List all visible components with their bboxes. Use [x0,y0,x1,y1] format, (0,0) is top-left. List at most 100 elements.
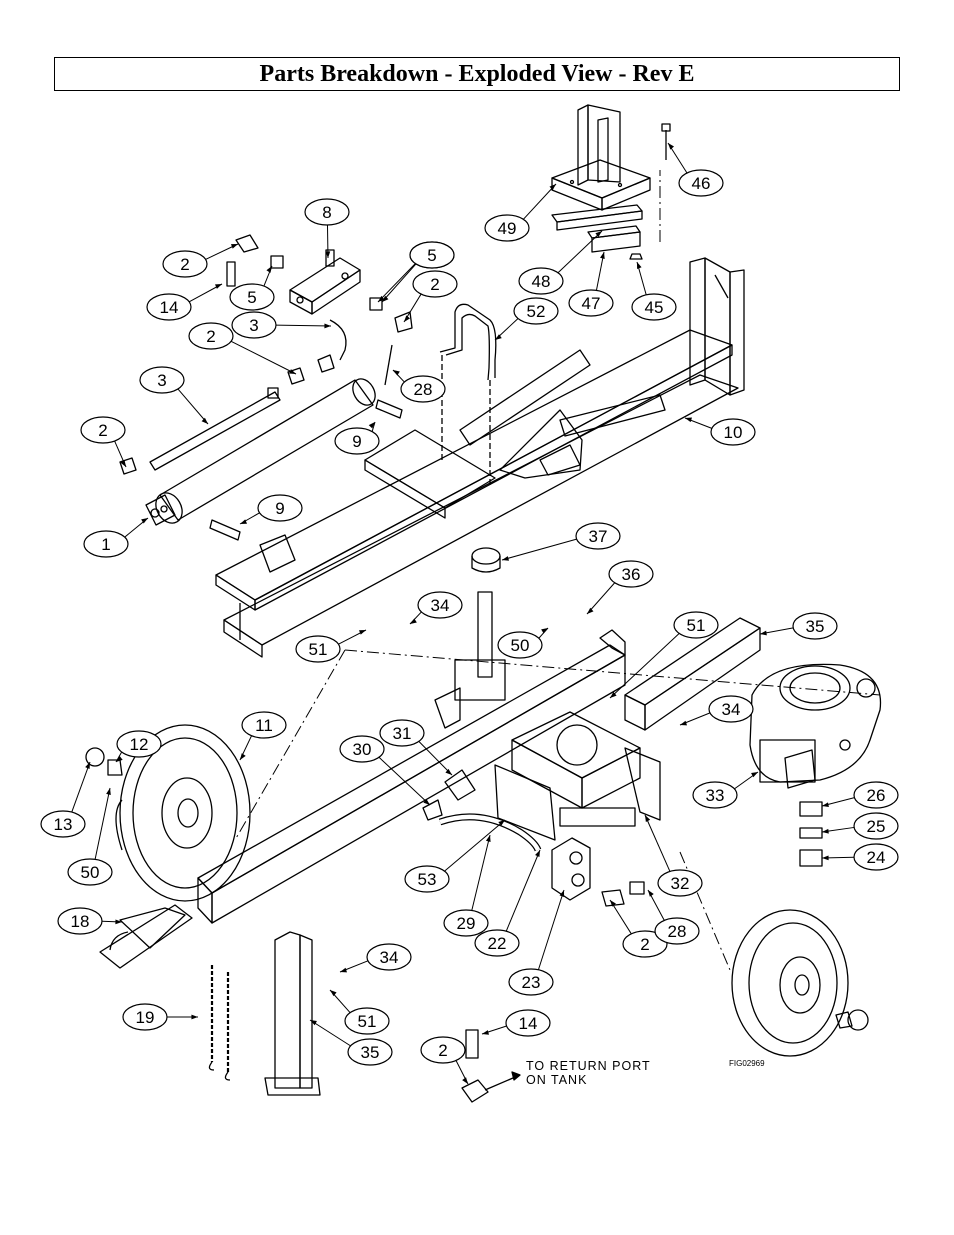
callout-arrowhead [668,143,675,150]
callout-bubble [673,611,719,639]
callout-bubble [420,1036,466,1064]
callout-label: 32 [671,874,690,893]
callout-arrowhead [359,630,366,635]
callout-label: 37 [589,527,608,546]
callout-leader [609,633,680,699]
callout-bubble [708,695,754,723]
callout-label: 13 [54,815,73,834]
cylinder-mount-plate [259,429,496,573]
callout-leader [275,324,332,327]
callout-label: 51 [358,1012,377,1031]
callout-label: 31 [393,724,412,743]
callout-leader [444,819,506,872]
callout-label: 29 [457,914,476,933]
callout-leader [115,751,123,763]
callout-label: 25 [867,817,886,836]
callout-bubble [344,1007,390,1035]
callout-bubble [40,810,86,838]
callout-arrowhead [495,334,502,340]
callout-arrowhead [595,231,602,238]
callout-bubble [608,560,654,588]
engine-mount-plate [511,711,661,827]
callout-bubble [379,719,425,747]
callout-bubble [404,865,450,893]
callout-bubble [334,427,380,455]
callout-leader [94,787,111,860]
callout-label: 51 [309,640,328,659]
callout-label: 2 [640,935,649,954]
callout-bubble [657,869,703,897]
callout-arrowhead [215,284,222,289]
callout-label: 49 [498,219,517,238]
callout-arrowhead [610,691,617,698]
wheel [115,724,251,902]
callout-bubble [710,418,756,446]
callout-bubble [57,907,103,935]
callout-bubble [853,843,899,871]
callout-bubble [162,250,208,278]
callout-label: 50 [81,863,100,882]
splitter-beam [215,257,745,658]
wheel [731,909,849,1057]
callout-bubble [400,375,446,403]
callout-arrowhead [240,753,246,760]
callout-label: 8 [322,203,331,222]
callout-leader [371,421,376,432]
callout-bubble [417,591,463,619]
callout-leader [230,340,297,375]
callout-label: 34 [722,700,741,719]
callout-label: 26 [867,786,886,805]
callout-label: 23 [522,973,541,992]
wedge-bolt [629,123,671,260]
callout-arrowhead [141,518,148,524]
callout-bubble [575,522,621,550]
heat-shield [494,764,556,841]
callout-arrowhead [240,519,247,524]
callout-label: 45 [645,298,664,317]
callout-label: 11 [255,716,273,735]
callout-bubble [692,781,738,809]
callout-arrowhead [502,556,509,561]
callout-bubble [568,289,614,317]
callout-bubble [231,311,277,339]
callout-arrowhead [637,262,642,269]
callout-arrowhead [404,315,411,322]
callout-bubble [792,612,838,640]
callout-arrowhead [549,184,556,191]
callout-arrowhead [324,323,331,329]
callout-bubble [139,366,185,394]
callout-arrowhead [289,369,296,374]
callout-arrowhead [535,850,540,857]
callout-label: 18 [71,912,90,931]
control-handle [439,303,497,485]
callout-label: 30 [353,740,372,759]
callout-label: 28 [414,380,433,399]
callout-bubble [678,169,724,197]
callout-bubble [518,267,564,295]
callout-leader [505,849,541,932]
callout-leader [71,761,91,813]
callout-bubble [122,1003,168,1031]
return-fitting [461,1029,521,1103]
callout-leader [586,582,616,615]
callout-bubble [622,930,668,958]
callout-label: 5 [427,246,436,265]
callout-group: 4649484745825145523252283921091373634505… [40,142,899,1085]
callout-label: 10 [724,423,743,442]
callout-label: 28 [668,922,687,941]
return-port-note-line1: TO RETURN PORT [526,1059,651,1073]
callout-bubble [257,494,303,522]
callout-label: 2 [98,421,107,440]
callout-arrowhead [115,919,122,925]
callout-arrowhead [393,370,400,376]
callout-arrowhead [600,252,605,259]
callout-arrowhead [498,820,505,826]
callout-label: 2 [206,327,215,346]
callout-arrowhead [266,266,272,273]
callout-arrowhead [822,802,829,808]
callout-arrowhead [587,607,594,614]
hydraulic-tube [149,387,281,471]
callout-arrowhead [645,815,651,822]
callout-label: 2 [430,275,439,294]
callout-arrowhead [85,762,90,769]
